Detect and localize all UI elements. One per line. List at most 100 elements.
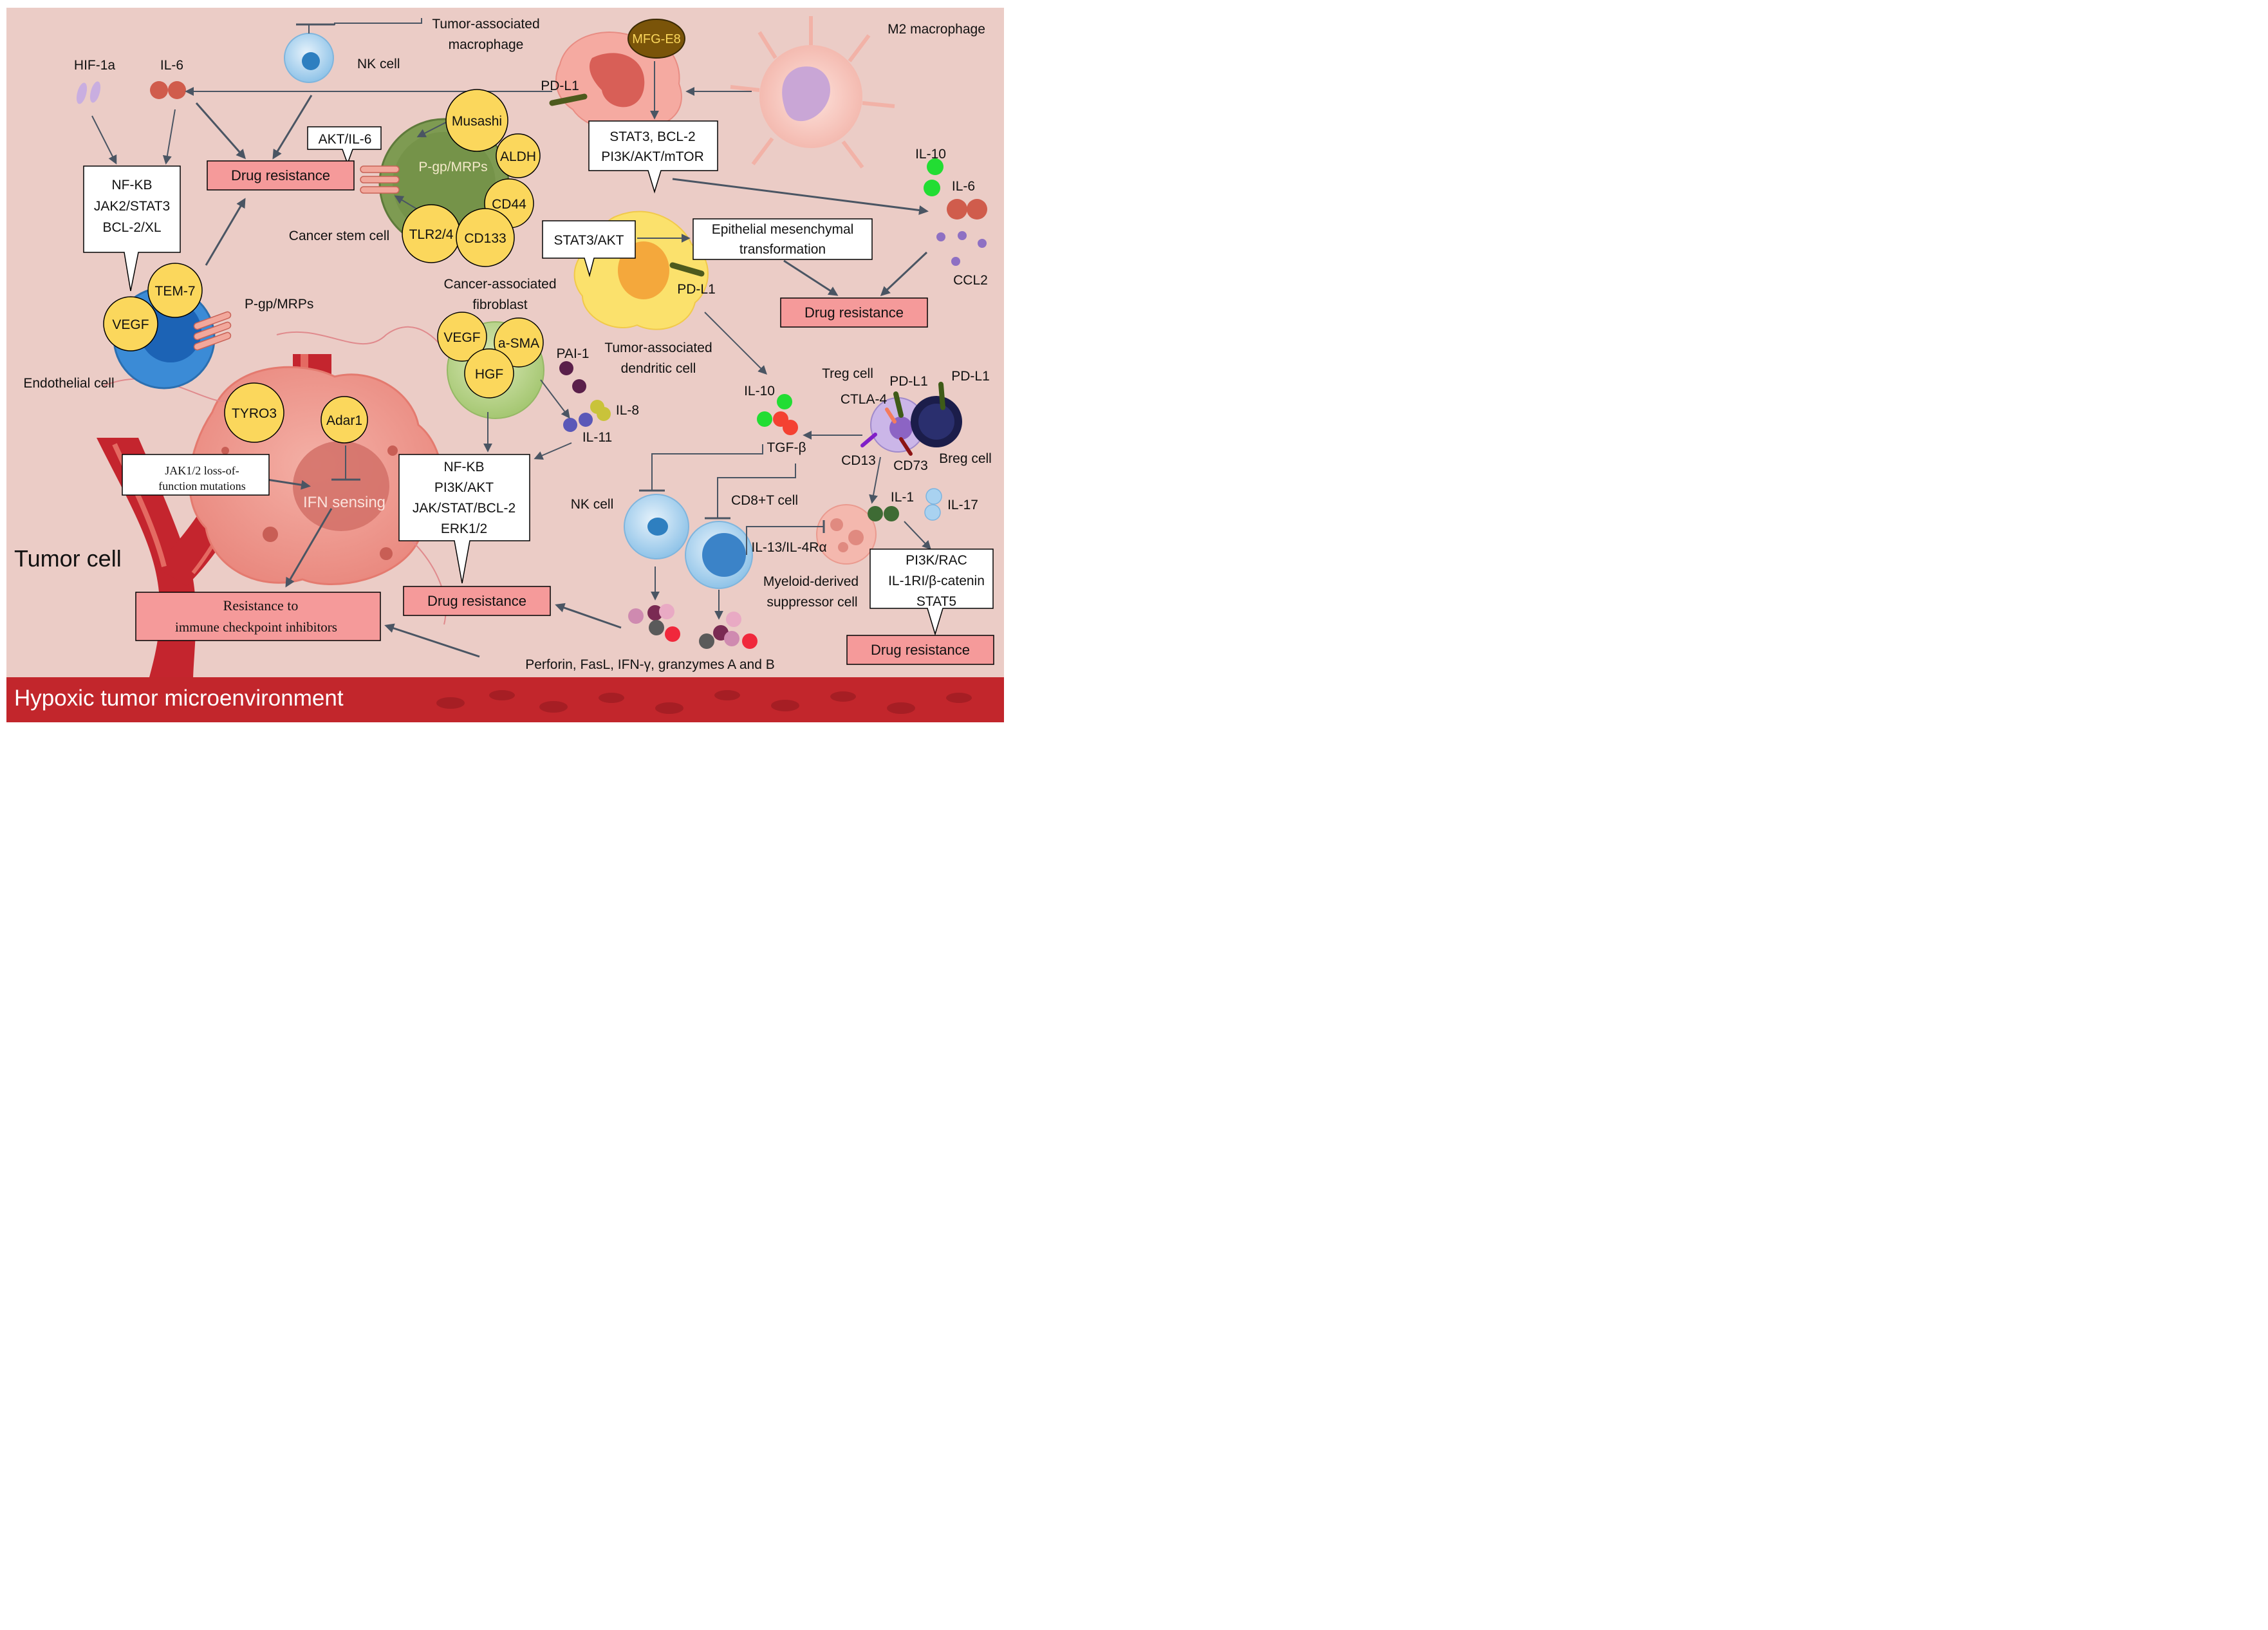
mfg-e8-marker: MFG-E8 bbox=[627, 19, 685, 59]
il6-icon-top bbox=[150, 81, 186, 99]
mdsc-cell bbox=[816, 504, 877, 565]
ccl2-label: CCL2 bbox=[953, 273, 988, 288]
vegf-caf-marker bbox=[437, 312, 487, 362]
emt-line1: Epithelial mesenchymal bbox=[712, 222, 854, 237]
nk-cell-top bbox=[284, 33, 334, 83]
nfkb-mid-line2: PI3K/AKT bbox=[434, 480, 494, 495]
aldh-marker bbox=[496, 133, 541, 178]
musashi-marker bbox=[445, 89, 508, 152]
rbc-pattern bbox=[436, 690, 972, 714]
pi3k-bubble bbox=[869, 548, 994, 636]
stat-top-line1: STAT3, BCL-2 bbox=[609, 129, 695, 144]
il6-right-label: IL-6 bbox=[952, 179, 975, 194]
il11-label: IL-11 bbox=[582, 430, 612, 445]
csc-markers bbox=[402, 89, 541, 267]
pdl1-dc-label: PD-L1 bbox=[677, 282, 716, 297]
nfkb-mid-line3: JAK/STAT/BCL-2 bbox=[413, 501, 516, 516]
tadc-line1: Tumor-associated bbox=[604, 341, 712, 355]
stat-bubble-top bbox=[588, 120, 718, 194]
nfkb-mid-line1: NF-KB bbox=[444, 460, 485, 474]
tlr-label: TLR2/4 bbox=[409, 227, 454, 242]
asma-marker bbox=[494, 317, 544, 368]
il10-right-label: IL-10 bbox=[915, 147, 946, 162]
cd133-label: CD133 bbox=[464, 231, 506, 246]
vegf-caf-label: VEGF bbox=[443, 330, 480, 345]
nfkb-left-line2: JAK2/STAT3 bbox=[94, 199, 170, 214]
breg-cell bbox=[911, 396, 962, 447]
treg-label: Treg cell bbox=[822, 366, 873, 381]
diagram-canvas: MFG-E8 bbox=[0, 0, 1009, 725]
emt-line2: transformation bbox=[739, 242, 826, 257]
m2-macrophage bbox=[730, 16, 895, 169]
drug-resistance-label-1: Drug resistance bbox=[231, 167, 330, 183]
pdl1-treg-label: PD-L1 bbox=[889, 374, 928, 389]
caf-line2: fibroblast bbox=[472, 297, 527, 312]
il1-icon bbox=[868, 506, 899, 521]
mfg-e8-label: MFG-E8 bbox=[632, 32, 681, 46]
effector-cluster-left bbox=[628, 604, 680, 642]
nfkb-bubble-left bbox=[83, 165, 181, 292]
nk-cell-bottom bbox=[624, 494, 689, 559]
effector-cluster-right bbox=[699, 612, 758, 649]
mdsc-line1: Myeloid-derived bbox=[763, 574, 859, 589]
pdl1-receptor-breg bbox=[938, 382, 945, 410]
hgf-label: HGF bbox=[475, 367, 503, 382]
jak-line2: function mutations bbox=[158, 480, 245, 492]
cytokines-mid bbox=[757, 394, 798, 435]
tam-label-line2: macrophage bbox=[449, 37, 524, 52]
hypoxic-label: Hypoxic tumor microenvironment bbox=[14, 686, 344, 711]
il6-top-label: IL-6 bbox=[160, 58, 183, 73]
nfkb-mid-line4: ERK1/2 bbox=[441, 521, 487, 536]
drug-resistance-box-3 bbox=[403, 586, 551, 616]
ctla4-label: CTLA-4 bbox=[841, 392, 888, 407]
cd73-label: CD73 bbox=[893, 458, 928, 473]
nk-cell-top-label: NK cell bbox=[357, 57, 400, 71]
il1-label: IL-1 bbox=[891, 490, 914, 505]
ctla4-receptor bbox=[885, 408, 897, 424]
drug-resistance-label-4: Drug resistance bbox=[871, 642, 970, 658]
il10-mid-label: IL-10 bbox=[744, 384, 775, 398]
cytokines-caf bbox=[559, 361, 611, 432]
akt-il6-bubble bbox=[307, 126, 382, 165]
il17-label: IL-17 bbox=[947, 498, 978, 512]
nfkb-left-line1: NF-KB bbox=[112, 178, 153, 192]
cd133-marker bbox=[456, 208, 515, 267]
breg-label: Breg cell bbox=[939, 451, 992, 466]
cd73-receptor bbox=[899, 437, 913, 456]
pgp-transporter-csc bbox=[360, 165, 400, 194]
nk-cell-bottom-label: NK cell bbox=[571, 497, 614, 512]
cd8-label: CD8+T cell bbox=[731, 493, 798, 508]
stat3-akt-label: STAT3/AKT bbox=[554, 233, 624, 248]
pdl1-receptor-treg bbox=[893, 391, 904, 418]
pi3k-line2: IL-1RI/β-catenin bbox=[888, 574, 985, 588]
drug-resistance-box-4 bbox=[846, 635, 994, 665]
tumor-cell-label: Tumor cell bbox=[14, 545, 122, 572]
arrows-thick bbox=[195, 95, 929, 658]
mdsc-line2: suppressor cell bbox=[767, 595, 857, 610]
asma-label: a-SMA bbox=[498, 336, 539, 351]
hgf-marker bbox=[464, 348, 514, 398]
pdl1-receptor-dc bbox=[669, 262, 705, 277]
jak-box bbox=[122, 454, 270, 496]
m2-macrophage-label: M2 macrophage bbox=[888, 22, 985, 37]
pi3k-line1: PI3K/RAC bbox=[906, 553, 967, 568]
cd13-label: CD13 bbox=[841, 453, 876, 468]
tyro3-label: TYRO3 bbox=[232, 406, 277, 421]
pdl1-top-label: PD-L1 bbox=[541, 79, 579, 93]
resistance-ici-box bbox=[135, 592, 381, 641]
nfkb-left-line3: BCL-2/XL bbox=[102, 220, 161, 235]
tyro3-marker bbox=[224, 382, 284, 443]
emt-box bbox=[692, 218, 873, 260]
arrows-thin bbox=[91, 61, 931, 620]
drug-resistance-box-2 bbox=[780, 297, 928, 328]
tem7-label: TEM-7 bbox=[155, 284, 196, 299]
tadc-line2: dendritic cell bbox=[621, 361, 696, 376]
vegf-endo-label: VEGF bbox=[112, 317, 149, 332]
drug-resistance-box-1 bbox=[207, 160, 355, 191]
drug-resistance-label-2: Drug resistance bbox=[804, 304, 904, 321]
vegf-endo-marker bbox=[103, 296, 158, 351]
pi3k-line3: STAT5 bbox=[916, 594, 956, 609]
perforin-label: Perforin, FasL, IFN-γ, granzymes A and B bbox=[525, 657, 775, 672]
inhibition-lines bbox=[331, 444, 825, 555]
adar1-label: Adar1 bbox=[326, 413, 362, 428]
